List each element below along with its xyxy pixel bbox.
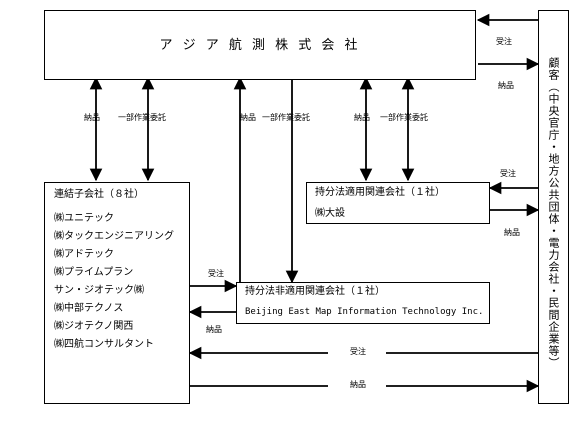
main-company-box: ア ジ ア 航 測 株 式 会 社 xyxy=(44,10,476,80)
equity-affiliate-item: ㈱大設 xyxy=(315,208,345,219)
delivery-label: 納品 xyxy=(498,81,514,90)
non-equity-affiliate-box: 持分法非適用関連会社（１社） Beijing East Map Informat… xyxy=(236,282,490,324)
delivery-label: 納品 xyxy=(84,113,100,122)
delivery-label: 納品 xyxy=(240,113,256,122)
customers-label: 顧客（中央官庁・地方公共団体・電力会社・民間企業等） xyxy=(547,57,560,369)
subsidiary-item: ㈱プライムプラン xyxy=(54,267,134,278)
consolidated-subsidiaries-box: 連結子会社（８社） ㈱ユニテック ㈱タックエンジニアリング ㈱アドテック ㈱プラ… xyxy=(44,182,190,404)
delivery-label: 納品 xyxy=(350,380,366,389)
delivery-label: 納品 xyxy=(504,228,520,237)
outsourcing-label: 一部作業委託 xyxy=(118,113,166,122)
subsidiary-item: ㈱タックエンジニアリング xyxy=(54,231,174,242)
order-label: 受注 xyxy=(208,269,224,278)
subsidiary-item: ㈱中部テクノス xyxy=(54,303,124,314)
delivery-label: 納品 xyxy=(354,113,370,122)
order-label: 受注 xyxy=(500,169,516,178)
subsidiary-item: ㈱アドテック xyxy=(54,249,114,260)
outsourcing-label: 一部作業委託 xyxy=(262,113,310,122)
customers-box: 顧客（中央官庁・地方公共団体・電力会社・民間企業等） xyxy=(538,10,569,404)
subsidiary-item: ㈱ユニテック xyxy=(54,213,114,224)
consolidated-title: 連結子会社（８社） xyxy=(54,189,144,200)
main-company-name: ア ジ ア 航 測 株 式 会 社 xyxy=(159,38,361,53)
subsidiary-item: ㈱四航コンサルタント xyxy=(54,339,154,350)
subsidiary-item: ㈱ジオテクノ関西 xyxy=(54,321,134,332)
equity-affiliate-box: 持分法適用関連会社（１社） ㈱大設 xyxy=(306,182,490,224)
order-label: 受注 xyxy=(496,37,512,46)
non-equity-affiliate-title: 持分法非適用関連会社（１社） xyxy=(245,286,385,297)
outsourcing-label: 一部作業委託 xyxy=(380,113,428,122)
equity-affiliate-title: 持分法適用関連会社（１社） xyxy=(315,187,445,198)
non-equity-affiliate-item: Beijing East Map Information Technology … xyxy=(245,307,484,317)
order-label: 受注 xyxy=(350,347,366,356)
delivery-label: 納品 xyxy=(206,325,222,334)
subsidiary-item: サン・ジオテック㈱ xyxy=(54,285,144,296)
